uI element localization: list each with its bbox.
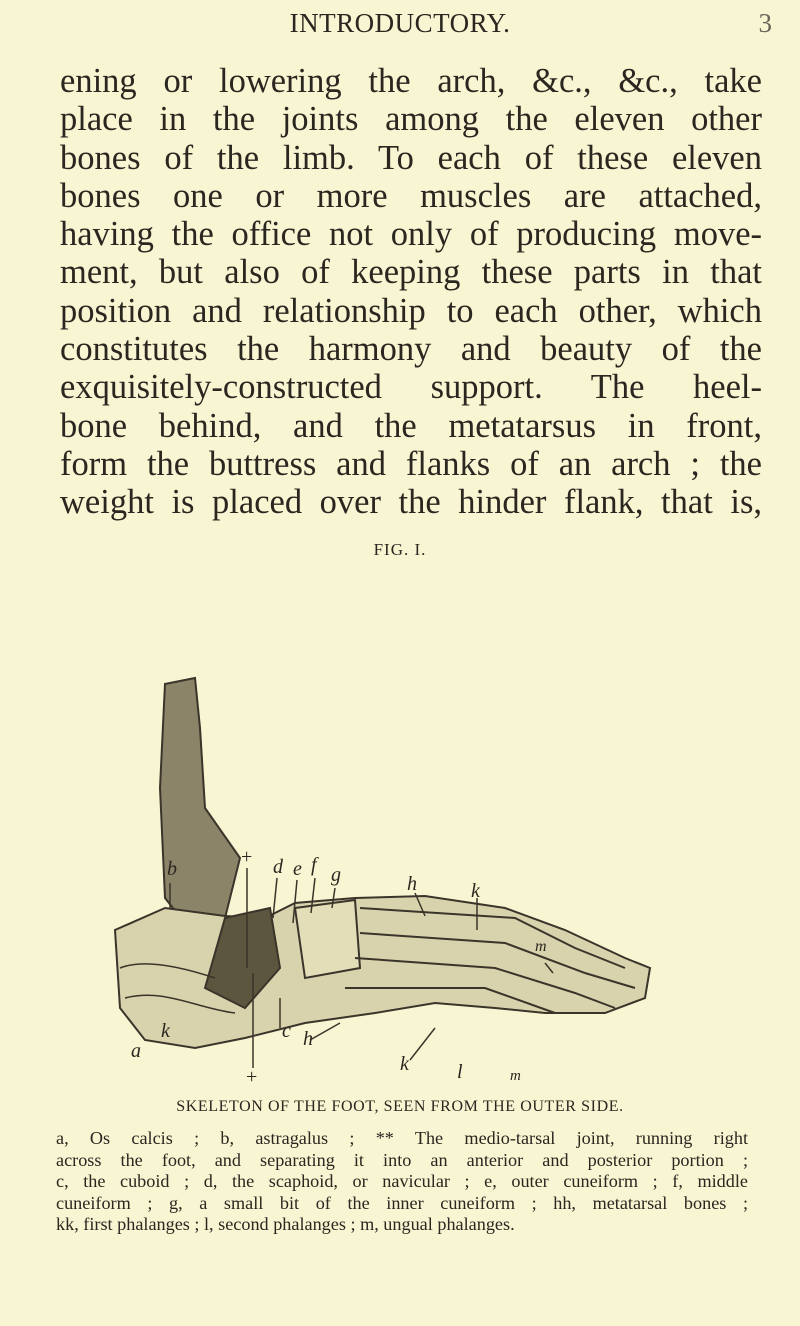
body-text: ening or lowering the arch, &c., &c., ta… xyxy=(60,62,762,522)
letter-c: c xyxy=(282,1020,291,1042)
letter-k-bottom: k xyxy=(400,1053,409,1075)
text-line: bones one or more muscles are attached, xyxy=(60,176,762,215)
letter-plus-top: + xyxy=(241,846,253,868)
letter-e: e xyxy=(293,858,302,880)
caption-line: kk, first phalanges ; l, second phalange… xyxy=(56,1214,515,1234)
figure-caption: a, Os calcis ; b, astragalus ; ** The me… xyxy=(56,1128,748,1236)
letter-g: g xyxy=(331,864,341,886)
text-line: position and relationship to each other,… xyxy=(60,291,762,330)
foot-skeleton-drawing xyxy=(113,676,652,1068)
text-line: constitutes the harmony and beauty of th… xyxy=(60,330,762,369)
text-line: having the office not only of producing … xyxy=(60,215,762,254)
text-line: form the buttress and flanks of an arch … xyxy=(60,444,762,483)
letter-h-bottom: h xyxy=(303,1028,313,1050)
text-line: ment, but also of keeping these parts in… xyxy=(60,253,762,292)
running-title: INTRODUCTORY. xyxy=(289,8,511,38)
page-number: 3 xyxy=(758,8,773,38)
figure-label: FIG. I. xyxy=(373,540,427,559)
letter-m-bottom: m xyxy=(510,1068,521,1084)
letter-f: f xyxy=(311,854,317,876)
caption-line: cuneiform ; g, a small bit of the inner … xyxy=(56,1192,748,1213)
letter-d: d xyxy=(273,856,283,878)
caption-line: c, the cuboid ; d, the scaphoid, or navi… xyxy=(56,1171,748,1191)
letter-h-top: h xyxy=(407,873,417,895)
page-header: INTRODUCTORY. 3 xyxy=(0,4,800,44)
letter-b: b xyxy=(167,858,177,880)
foot-skeleton-illustration: b + d e f g h k m a k c + h k l m xyxy=(105,668,665,1098)
letter-k-top: k xyxy=(471,880,480,902)
letter-plus-bottom: + xyxy=(246,1066,258,1088)
text-line: exquisitely-constructed support. The hee… xyxy=(60,368,762,407)
figure-title: SKELETON OF THE FOOT, SEEN FROM THE OUTE… xyxy=(176,1098,624,1115)
letter-a: a xyxy=(131,1040,141,1062)
letter-k-left: k xyxy=(161,1020,170,1042)
text-line: weight is placed over the hinder flank, … xyxy=(60,483,762,522)
text-line: place in the joints among the eleven oth… xyxy=(60,100,762,139)
caption-line: across the foot, and separating it into … xyxy=(56,1149,748,1170)
letter-l: l xyxy=(457,1061,463,1083)
text-line: ening or lowering the arch, &c., &c., ta… xyxy=(60,62,762,100)
text-line: bone behind, and the metatarsus in front… xyxy=(60,406,762,445)
caption-line: a, Os calcis ; b, astragalus ; ** The me… xyxy=(56,1128,748,1148)
letter-m-top: m xyxy=(535,938,547,955)
text-line: bones of the limb. To each of these elev… xyxy=(60,138,762,177)
